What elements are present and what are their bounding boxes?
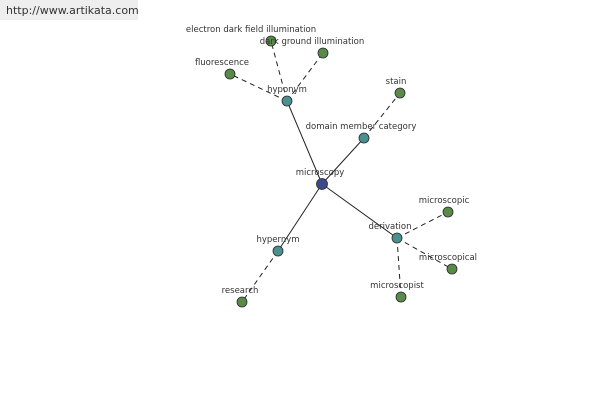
watermark-banner: http://www.artikata.com [0, 0, 139, 20]
edge-microscopist [396, 237, 402, 298]
leaf-label-electron_dark_field[interactable]: electron dark field illumination [186, 25, 316, 35]
edge-microscopic [396, 211, 449, 239]
leaf-label-microscopist[interactable]: microscopist [370, 281, 424, 291]
relation-label-domain_member_category[interactable]: domain member category [306, 122, 417, 132]
relation-node-hyponym[interactable] [281, 95, 293, 107]
relation-label-hypernym[interactable]: hypernym [256, 235, 299, 245]
leaf-node-stain[interactable] [394, 87, 406, 99]
leaf-node-fluorescence[interactable] [224, 68, 236, 80]
leaf-node-dark_ground[interactable] [317, 47, 329, 59]
edge-hypernym [277, 183, 323, 252]
leaf-node-microscopical[interactable] [446, 263, 458, 275]
relation-label-hyponym[interactable]: hyponym [267, 85, 307, 95]
leaf-node-microscopic[interactable] [442, 206, 454, 218]
edge-microscopical [396, 237, 453, 270]
leaf-label-microscopic[interactable]: microscopic [419, 196, 470, 206]
relation-label-derivation[interactable]: derivation [368, 222, 411, 232]
leaf-node-microscopist[interactable] [395, 291, 407, 303]
edge-research [241, 250, 279, 303]
leaf-label-fluorescence[interactable]: fluorescence [195, 58, 249, 68]
leaf-node-research[interactable] [236, 296, 248, 308]
edge-dark_ground [286, 52, 324, 102]
center-label-microscopy[interactable]: microscopy [296, 168, 345, 178]
edge-hyponym [286, 100, 323, 185]
center-node-microscopy[interactable] [316, 178, 328, 190]
leaf-node-electron_dark_field[interactable] [265, 35, 277, 47]
edge-domain_member_category [321, 137, 365, 185]
relation-node-derivation[interactable] [391, 232, 403, 244]
edge-electron_dark_field [270, 40, 288, 102]
leaf-label-microscopical[interactable]: microscopical [419, 253, 477, 263]
watermark-url[interactable]: http://www.artikata.com [6, 3, 139, 17]
edge-stain [363, 92, 401, 139]
relation-node-hypernym[interactable] [272, 245, 284, 257]
leaf-label-research[interactable]: research [222, 286, 259, 296]
edge-derivation [321, 183, 398, 239]
relation-node-domain_member_category[interactable] [358, 132, 370, 144]
leaf-label-stain[interactable]: stain [386, 77, 407, 87]
leaf-label-dark_ground[interactable]: dark ground illumination [260, 37, 365, 47]
edge-fluorescence [229, 73, 288, 102]
